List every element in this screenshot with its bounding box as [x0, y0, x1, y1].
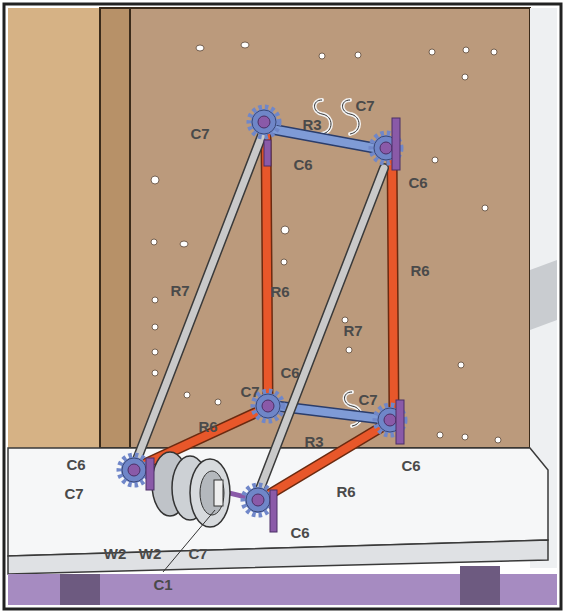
part-label: R6	[410, 263, 429, 278]
connector-c6	[392, 118, 400, 170]
part-label: R6	[336, 484, 355, 499]
part-label: C6	[290, 525, 309, 540]
rod-r7	[258, 168, 384, 494]
part-label: C7	[64, 486, 83, 501]
rod-outline	[392, 150, 394, 415]
part-label: C6	[408, 175, 427, 190]
frame	[4, 4, 561, 609]
part-label: C7	[240, 384, 259, 399]
leader-line	[163, 510, 215, 572]
part-label: C7	[188, 546, 207, 561]
connector-c7	[245, 487, 271, 513]
rod-r7	[136, 130, 264, 462]
connector-c6	[396, 400, 404, 444]
connector-c6	[264, 140, 271, 166]
rod-outline	[266, 135, 268, 400]
clip-c1	[214, 480, 223, 506]
part-label: C7	[358, 392, 377, 407]
part-label: C6	[66, 457, 85, 472]
part-label: C7	[355, 98, 374, 113]
rod-outline	[136, 130, 264, 462]
connector-c7	[121, 457, 147, 483]
connector-c7	[251, 109, 277, 135]
wheels	[134, 452, 258, 527]
rod-outline	[258, 168, 384, 494]
rod-r6	[266, 135, 268, 400]
part-label: C1	[153, 577, 172, 592]
rod-r3	[266, 128, 385, 150]
rod-outline	[266, 128, 385, 150]
part-label: R7	[170, 283, 189, 298]
part-label: R7	[343, 323, 362, 338]
side-panel	[100, 8, 130, 448]
part-label: C7	[190, 126, 209, 141]
right-shadow	[530, 260, 557, 330]
shelf-top	[8, 448, 548, 556]
part-label: R3	[304, 434, 323, 449]
wheel-hub	[200, 471, 224, 515]
peg-holes	[151, 42, 501, 443]
part-label: R6	[198, 419, 217, 434]
part-label: W2	[104, 546, 127, 561]
part-label: C6	[293, 157, 312, 172]
part-label: C6	[280, 365, 299, 380]
part-label: C6	[401, 458, 420, 473]
cabinet-leg	[460, 566, 500, 605]
rods	[136, 128, 394, 500]
connector-c6	[270, 490, 277, 532]
part-label: W2	[139, 546, 162, 561]
connectors	[121, 109, 404, 532]
part-label: R3	[302, 117, 321, 132]
part-label: R6	[270, 284, 289, 299]
pegboard	[130, 8, 530, 448]
connector-c6	[146, 458, 154, 490]
wheel-w2	[190, 459, 230, 527]
rod-r6	[392, 150, 394, 415]
cabinet-leg	[60, 574, 100, 605]
